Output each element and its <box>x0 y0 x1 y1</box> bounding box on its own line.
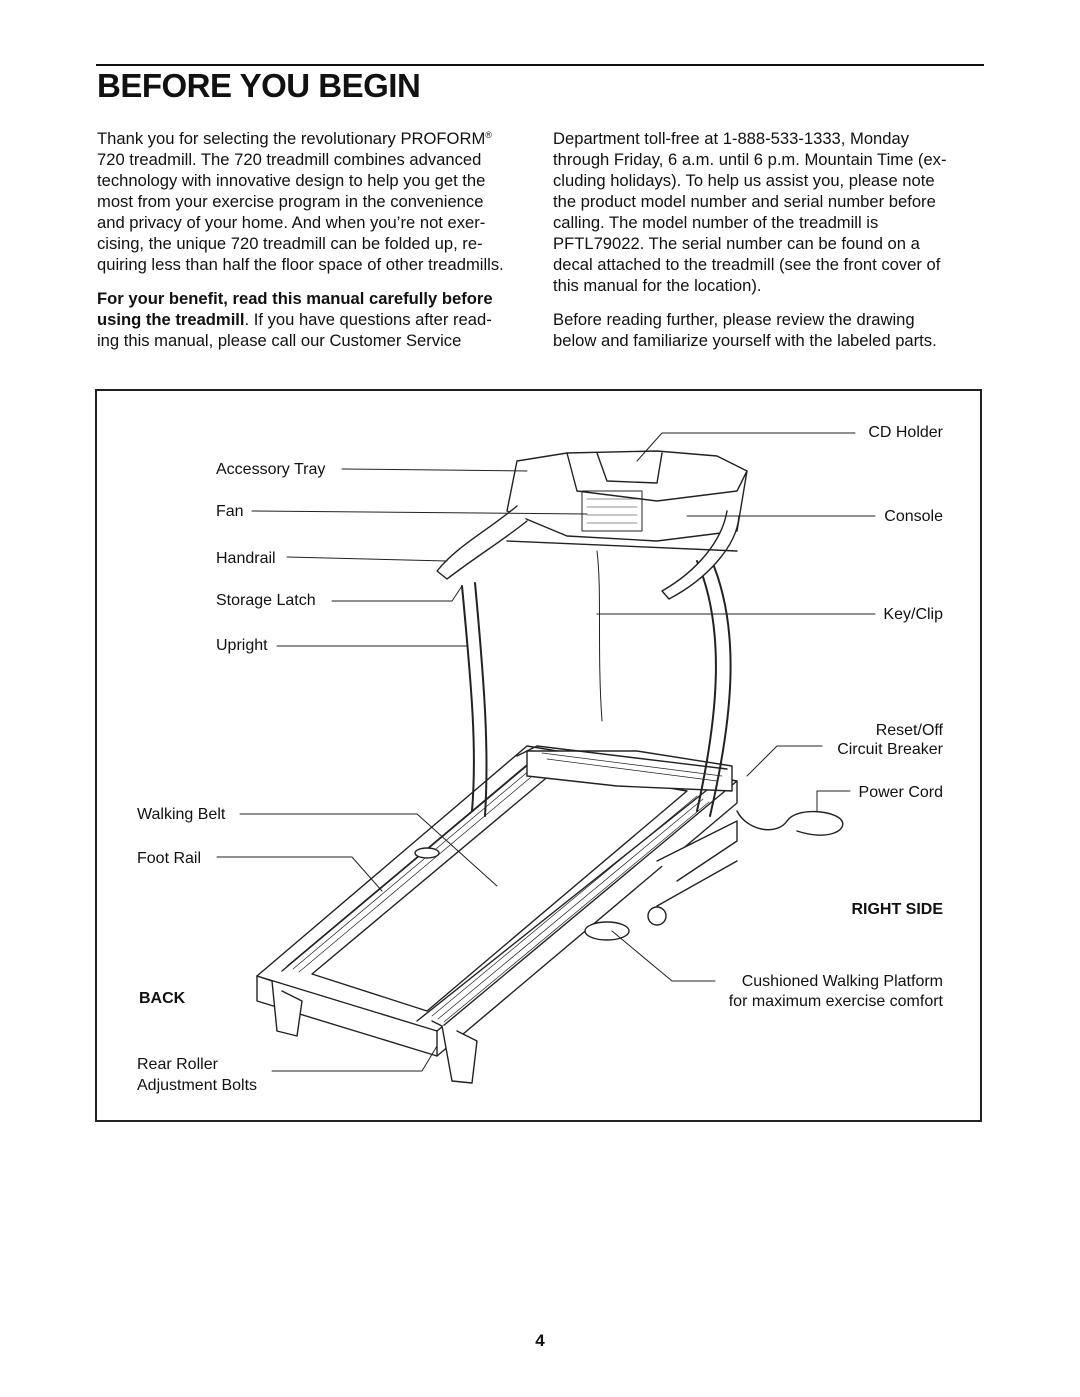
label-fan: Fan <box>216 503 244 520</box>
cushion <box>414 847 440 859</box>
intro-line: Before reading further, please review th… <box>553 310 915 329</box>
bold-instruction: using the treadmill <box>97 310 245 329</box>
treadmill-drawing <box>216 432 876 1084</box>
label-foot-rail: Foot Rail <box>137 850 202 867</box>
motor-hood <box>516 745 733 792</box>
label-right-side: RIGHT SIDE <box>851 901 943 918</box>
intro-line: decal attached to the treadmill (see the… <box>553 255 941 274</box>
label-walking-belt: Walking Belt <box>137 806 226 823</box>
intro-paragraph-2: For your benefit, read this manual caref… <box>97 288 525 351</box>
label-upright: Upright <box>216 637 268 654</box>
treadmill-diagram: CD Holder Accessory Tray Fan Console Han… <box>95 389 982 1122</box>
console <box>506 450 748 542</box>
uprights <box>461 558 732 817</box>
intro-line: . If you have questions after read- <box>244 310 492 329</box>
intro-line: Thank you for selecting the revolutionar… <box>97 129 492 148</box>
intro-line: cluding holidays). To help us assist you… <box>553 171 935 190</box>
intro-line: through Friday, 6 a.m. until 6 p.m. Moun… <box>553 150 947 169</box>
intro-line: and privacy of your home. And when you’r… <box>97 213 486 232</box>
label-key-clip: Key/Clip <box>883 606 943 623</box>
intro-line: ing this manual, please call our Custome… <box>97 331 462 350</box>
leader-lines <box>216 432 876 1072</box>
intro-line: calling. The model number of the treadmi… <box>553 213 879 232</box>
intro-line: technology with innovative design to hel… <box>97 171 486 190</box>
intro-line: this manual for the location). <box>553 276 762 295</box>
power-cord <box>736 810 844 836</box>
registered-mark: ® <box>485 130 492 140</box>
intro-right-column: Department toll-free at 1-888-533-1333, … <box>553 128 968 364</box>
label-reset-off: Reset/Off <box>875 722 943 739</box>
intro-line: PFTL79022. The serial number can be foun… <box>553 234 920 253</box>
intro-line: Department toll-free at 1-888-533-1333, … <box>553 129 910 148</box>
intro-line: the product model number and serial numb… <box>553 192 936 211</box>
intro-line: most from your exercise program in the c… <box>97 192 484 211</box>
rear-feet <box>256 975 478 1084</box>
intro-paragraph-3: Department toll-free at 1-888-533-1333, … <box>553 128 968 296</box>
label-storage-latch: Storage Latch <box>216 592 316 609</box>
intro-left-column: Thank you for selecting the revolutionar… <box>97 128 525 364</box>
label-cd-holder: CD Holder <box>868 424 943 441</box>
intro-line: 720 treadmill. The 720 treadmill combine… <box>97 150 482 169</box>
bold-instruction: For your benefit, read this manual caref… <box>97 289 493 308</box>
label-handrail: Handrail <box>216 550 276 567</box>
walking-deck <box>256 745 738 1057</box>
intro-paragraph-1: Thank you for selecting the revolutionar… <box>97 128 525 275</box>
intro-line: quiring less than half the floor space o… <box>97 255 504 274</box>
label-console: Console <box>884 508 943 525</box>
intro-line: cising, the unique 720 treadmill can be … <box>97 234 483 253</box>
label-circuit-breaker: Circuit Breaker <box>837 741 943 758</box>
right-frame <box>647 820 738 926</box>
header-rule <box>96 64 984 66</box>
label-adjustment-bolts: Adjustment Bolts <box>137 1077 258 1094</box>
label-cushioned-platform: Cushioned Walking Platform <box>741 973 943 990</box>
key-cord <box>596 550 603 722</box>
handrails <box>436 505 740 600</box>
cushion <box>584 921 630 941</box>
page-number: 4 <box>535 1331 545 1350</box>
intro-paragraph-4: Before reading further, please review th… <box>553 309 968 351</box>
label-accessory-tray: Accessory Tray <box>216 461 326 478</box>
label-power-cord: Power Cord <box>858 784 943 801</box>
intro-line: below and familiarize yourself with the … <box>553 331 937 350</box>
page-title: BEFORE YOU BEGIN <box>97 67 421 104</box>
label-cushioned-platform-sub: for maximum exercise comfort <box>728 993 943 1010</box>
label-rear-roller: Rear Roller <box>137 1056 218 1073</box>
label-back: BACK <box>139 990 186 1007</box>
